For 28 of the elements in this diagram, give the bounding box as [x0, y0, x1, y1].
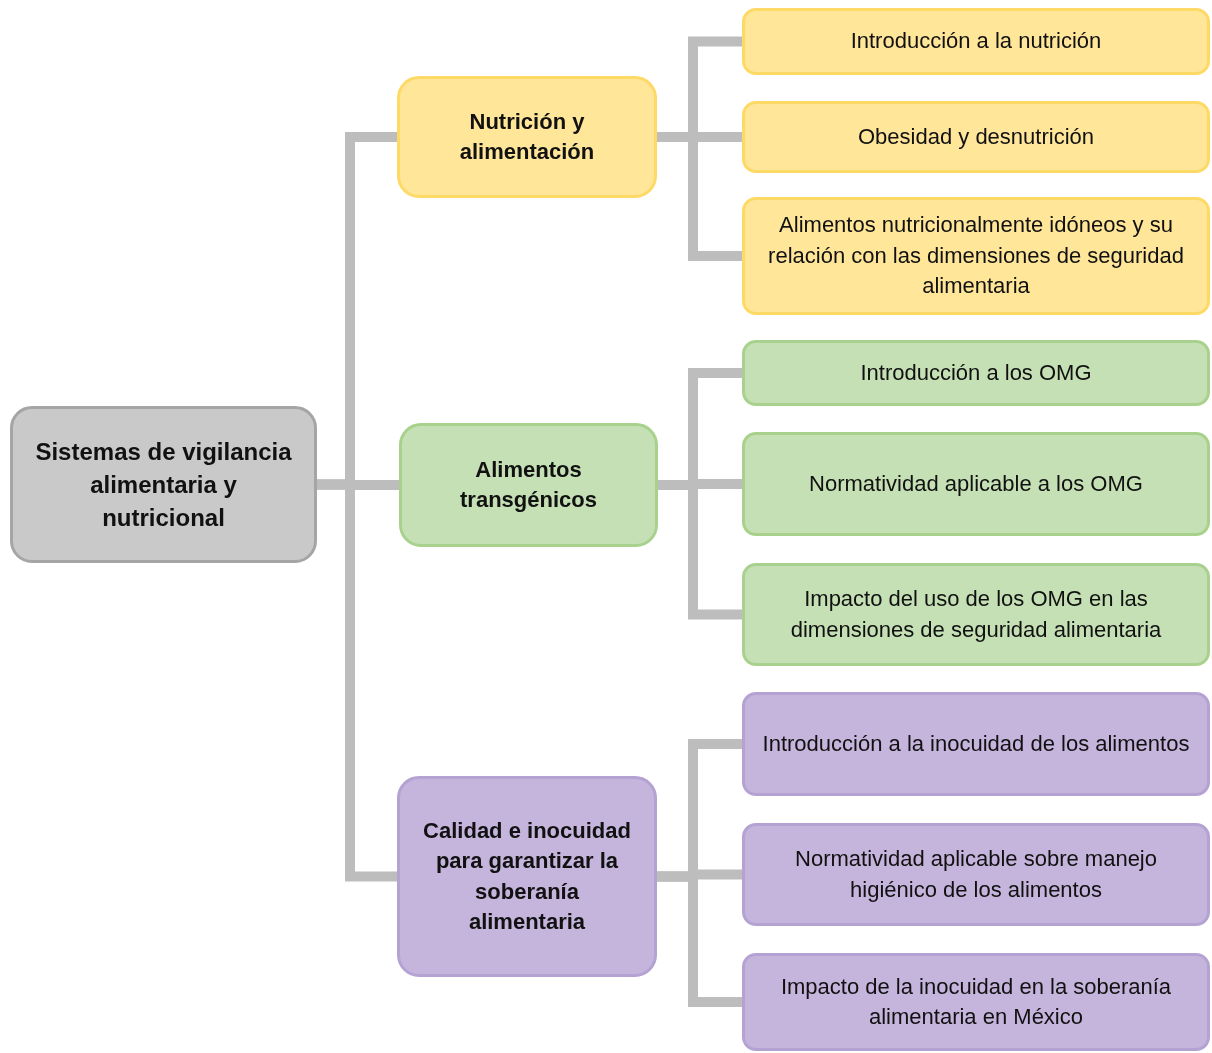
topic-box — [742, 823, 1210, 926]
topic-text: Calidad e inocuidad para garantizar la soberanía alimentaria — [422, 816, 632, 936]
topic-box — [742, 432, 1210, 536]
topic-box — [397, 776, 657, 977]
topic-box — [742, 692, 1210, 796]
topic-box — [10, 406, 317, 563]
topic-text: Introducción a los OMG — [860, 358, 1092, 387]
topic-text: Introducción a la inocuidad de los alimentos — [762, 729, 1190, 758]
topic-text: Impacto del uso de los OMG en las dimensiones de seguridad alimentaria — [789, 585, 1163, 644]
topic-box — [742, 563, 1210, 666]
topic-text: Introducción a la nutrición — [850, 27, 1102, 56]
topic-box — [399, 423, 658, 547]
topic-text: Normatividad aplicable a los OMG — [809, 469, 1143, 498]
connector — [317, 479, 397, 882]
topic-text: Nutrición y alimentación — [458, 107, 596, 166]
topic-box — [742, 8, 1210, 75]
topic-text: Alimentos transgénicos — [459, 455, 598, 514]
topic-box — [742, 953, 1210, 1051]
topic-text: Impacto de la inocuidad en la soberanía alimentaria en México — [779, 972, 1173, 1031]
topic-box — [742, 197, 1210, 315]
topic-box — [742, 101, 1210, 173]
topic-text: Sistemas de vigilancia alimentaria y nutricional — [34, 436, 293, 534]
connector — [657, 871, 742, 1007]
topic-text: Obesidad y desnutrición — [858, 122, 1094, 151]
topic-box — [742, 340, 1210, 406]
topic-box — [397, 76, 657, 198]
topic-text: Normatividad aplicable sobre manejo higiénico de los alimentos — [794, 845, 1158, 904]
topic-text: Alimentos nutricionalmente idóneos y su relación con las dimensiones de seguridad alimentaria — [767, 211, 1185, 301]
